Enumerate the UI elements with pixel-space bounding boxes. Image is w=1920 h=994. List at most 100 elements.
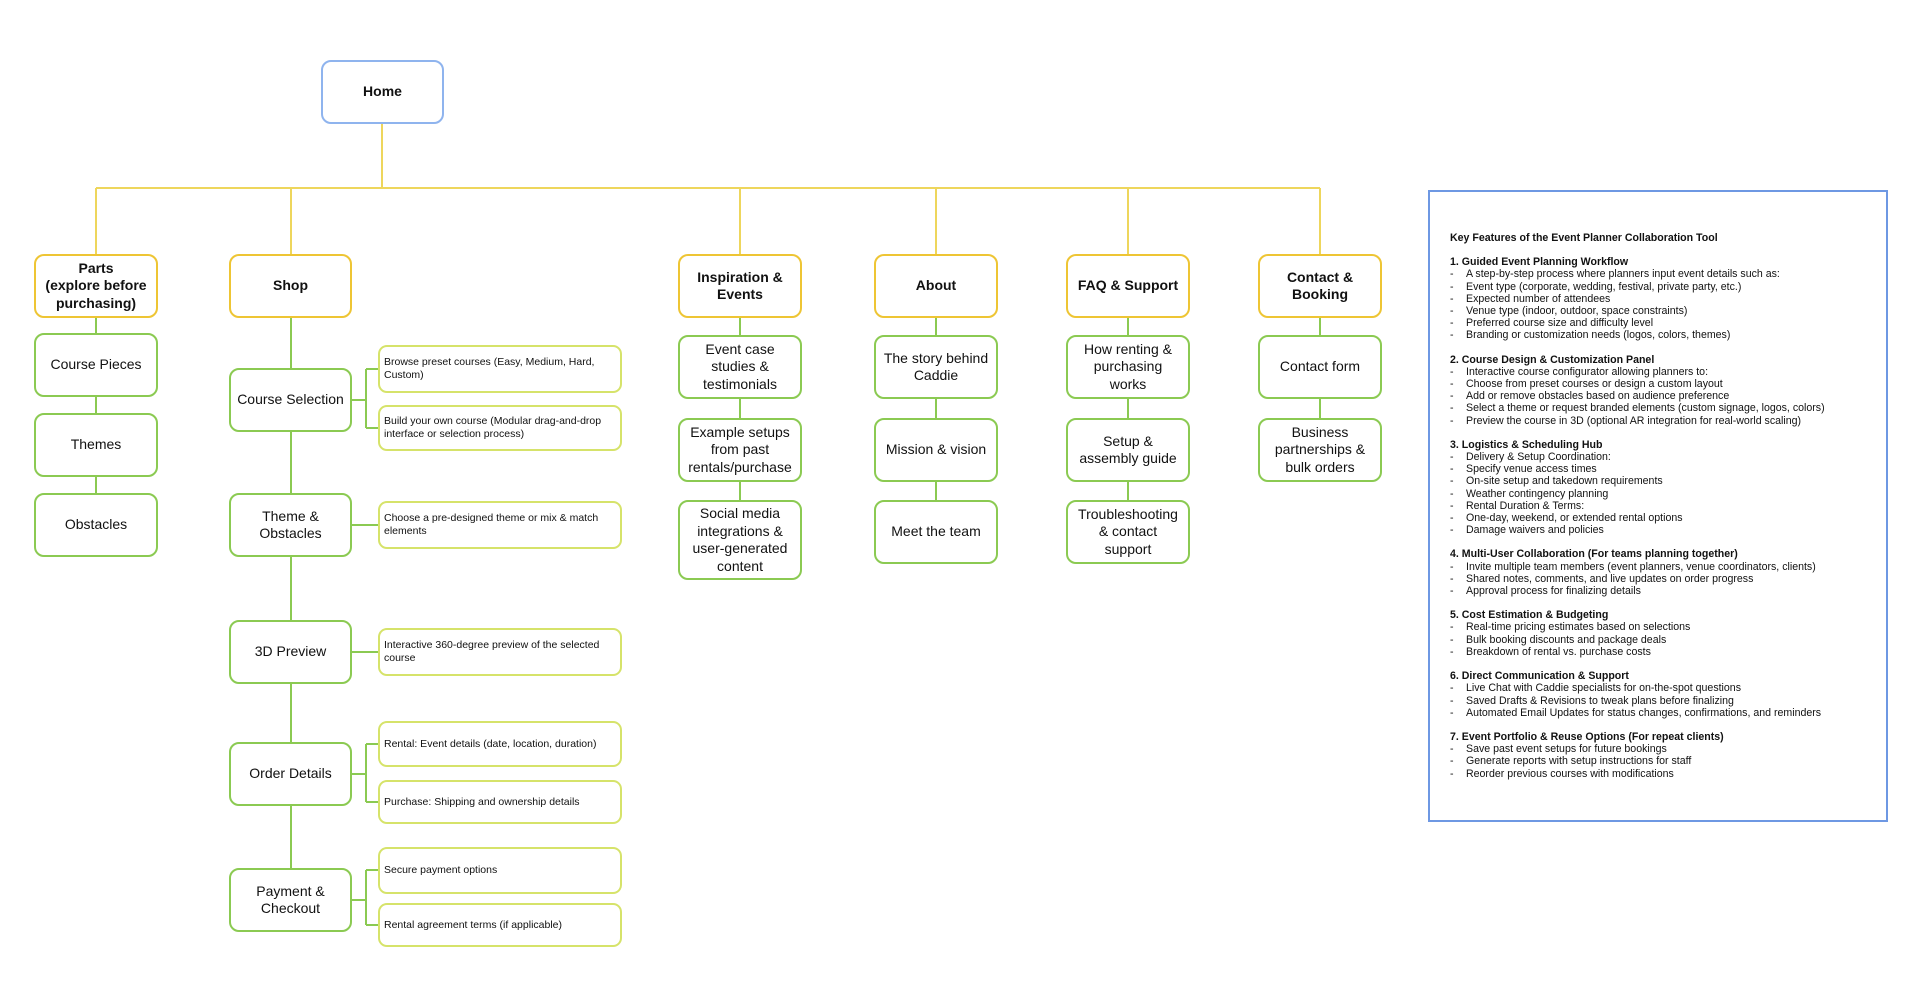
feature-item: -Bulk booking discounts and package deal… xyxy=(1450,633,1667,646)
node-obstacles[interactable]: Obstacles xyxy=(34,493,158,557)
node-about[interactable]: About xyxy=(874,254,998,318)
feature-section: 6. Direct Communication & Support-Live C… xyxy=(1450,670,1870,719)
detail-rental-agreement-text: Rental agreement terms (if applicable) xyxy=(384,918,562,931)
feature-item: -Preferred course size and difficulty le… xyxy=(1450,317,1654,330)
detail-360-preview-text: Interactive 360-degree preview of the se… xyxy=(384,639,600,664)
feature-item: -Reorder previous courses with modificat… xyxy=(1450,767,1674,780)
node-mission-vision[interactable]: Mission & vision xyxy=(874,418,998,482)
node-meet-the-team[interactable]: Meet the team xyxy=(874,500,998,564)
node-order-details[interactable]: Order Details xyxy=(229,742,352,806)
node-theme-obstacles-label: Theme & Obstacles xyxy=(259,507,322,542)
feature-item: -Event type (corporate, wedding, festiva… xyxy=(1450,280,1742,293)
detail-browse-preset-text: Browse preset courses (Easy, Medium, Har… xyxy=(384,356,595,381)
feature-item-text: Damage waivers and policies xyxy=(1466,524,1604,537)
detail-secure-payment[interactable]: Secure payment options xyxy=(378,847,622,894)
node-business-partnerships-label: Business partnerships & bulk orders xyxy=(1274,423,1366,475)
feature-item: -One-day, weekend, or extended rental op… xyxy=(1450,512,1683,525)
node-contact-booking-label: Contact & Booking xyxy=(1286,268,1354,303)
feature-heading: 1. Guided Event Planning Workflow xyxy=(1450,256,1629,269)
detail-theme-choose[interactable]: Choose a pre-designed theme or mix & mat… xyxy=(378,501,622,549)
feature-item-text: Live Chat with Caddie specialists for on… xyxy=(1466,682,1741,695)
node-obstacles-label: Obstacles xyxy=(64,516,128,533)
feature-item: -Specify venue access times xyxy=(1450,463,1597,476)
feature-section: 4. Multi-User Collaboration (For teams p… xyxy=(1450,548,1870,597)
detail-build-own[interactable]: Build your own course (Modular drag-and-… xyxy=(378,405,622,451)
detail-theme-choose-text: Choose a pre-designed theme or mix & mat… xyxy=(384,512,599,537)
node-shop-label: Shop xyxy=(273,277,308,294)
detail-purchase-shipping-text: Purchase: Shipping and ownership details xyxy=(384,795,580,808)
feature-item-text: Reorder previous courses with modificati… xyxy=(1466,767,1674,780)
feature-item-text: A step-by-step process where planners in… xyxy=(1466,268,1780,281)
feature-item-text: Approval process for finalizing details xyxy=(1466,585,1641,598)
detail-rental-agreement[interactable]: Rental agreement terms (if applicable) xyxy=(378,903,622,947)
node-example-setups[interactable]: Example setups from past rentals/purchas… xyxy=(678,418,802,482)
feature-heading: 3. Logistics & Scheduling Hub xyxy=(1450,438,1603,451)
key-features-title: Key Features of the Event Planner Collab… xyxy=(1450,232,1718,244)
node-theme-obstacles[interactable]: Theme & Obstacles xyxy=(229,493,352,557)
node-course-pieces[interactable]: Course Pieces xyxy=(34,333,158,397)
node-business-partnerships[interactable]: Business partnerships & bulk orders xyxy=(1258,418,1382,482)
feature-item: -Shared notes, comments, and live update… xyxy=(1450,572,1754,585)
node-mission-vision-label: Mission & vision xyxy=(885,441,987,458)
node-example-setups-label: Example setups from past rentals/purchas… xyxy=(688,423,792,475)
feature-heading: 4. Multi-User Collaboration (For teams p… xyxy=(1450,548,1738,561)
node-story-behind-caddie[interactable]: The story behind Caddie xyxy=(874,335,998,399)
feature-item: -A step-by-step process where planners i… xyxy=(1450,268,1780,281)
feature-section: 2. Course Design & Customization Panel-I… xyxy=(1450,354,1870,427)
feature-section: 3. Logistics & Scheduling Hub-Delivery &… xyxy=(1450,439,1870,537)
detail-rental-event[interactable]: Rental: Event details (date, location, d… xyxy=(378,721,622,767)
feature-heading: 5. Cost Estimation & Budgeting xyxy=(1450,609,1609,622)
node-event-case-studies[interactable]: Event case studies & testimonials xyxy=(678,335,802,399)
node-social-media[interactable]: Social media integrations & user-generat… xyxy=(678,500,802,580)
node-contact-form[interactable]: Contact form xyxy=(1258,335,1382,399)
node-shop[interactable]: Shop xyxy=(229,254,352,318)
node-troubleshooting[interactable]: Troubleshooting & contact support xyxy=(1066,500,1190,564)
feature-item-text: Preferred course size and difficulty lev… xyxy=(1466,317,1654,330)
feature-item-text: Generate reports with setup instructions… xyxy=(1466,755,1692,768)
node-setup-assembly-guide-label: Setup & assembly guide xyxy=(1079,432,1177,467)
node-story-behind-caddie-label: The story behind Caddie xyxy=(883,349,989,384)
node-home[interactable]: Home xyxy=(321,60,444,124)
feature-item-text: Event type (corporate, wedding, festival… xyxy=(1466,280,1742,293)
feature-item-text: Invite multiple team members (event plan… xyxy=(1466,560,1816,573)
detail-purchase-shipping[interactable]: Purchase: Shipping and ownership details xyxy=(378,780,622,824)
feature-item: -Invite multiple team members (event pla… xyxy=(1450,560,1816,573)
feature-item: -Live Chat with Caddie specialists for o… xyxy=(1450,682,1741,695)
feature-item-text: Real-time pricing estimates based on sel… xyxy=(1466,621,1691,634)
node-about-label: About xyxy=(915,277,957,294)
node-course-selection[interactable]: Course Selection xyxy=(229,368,352,432)
detail-browse-preset[interactable]: Browse preset courses (Easy, Medium, Har… xyxy=(378,345,622,393)
feature-item: -Rental Duration & Terms: xyxy=(1450,499,1585,512)
feature-item: -Select a theme or request branded eleme… xyxy=(1450,402,1825,415)
feature-item-text: Preview the course in 3D (optional AR in… xyxy=(1466,414,1802,427)
node-parts[interactable]: Parts (explore before purchasing) xyxy=(34,254,158,318)
node-troubleshooting-label: Troubleshooting & contact support xyxy=(1078,505,1178,557)
feature-item-text: Save past event setups for future bookin… xyxy=(1466,743,1667,756)
feature-item-text: Shared notes, comments, and live updates… xyxy=(1466,572,1754,585)
feature-item: -Delivery & Setup Coordination: xyxy=(1450,451,1611,464)
feature-section: 7. Event Portfolio & Reuse Options (For … xyxy=(1450,731,1870,780)
node-themes-label: Themes xyxy=(70,436,122,453)
node-course-pieces-label: Course Pieces xyxy=(50,356,142,373)
node-order-details-label: Order Details xyxy=(249,765,332,782)
node-payment-checkout[interactable]: Payment & Checkout xyxy=(229,868,352,932)
node-parts-label: Parts (explore before purchasing) xyxy=(45,259,147,311)
node-themes[interactable]: Themes xyxy=(34,413,158,477)
feature-item-text: Specify venue access times xyxy=(1466,463,1597,476)
detail-rental-event-text: Rental: Event details (date, location, d… xyxy=(384,737,597,750)
node-faq-support[interactable]: FAQ & Support xyxy=(1066,254,1190,318)
node-setup-assembly-guide[interactable]: Setup & assembly guide xyxy=(1066,418,1190,482)
node-how-renting-works[interactable]: How renting & purchasing works xyxy=(1066,335,1190,399)
feature-item: -Interactive course configurator allowin… xyxy=(1450,365,1709,378)
feature-item-text: Expected number of attendees xyxy=(1466,292,1611,305)
feature-item-text: Select a theme or request branded elemen… xyxy=(1466,402,1825,415)
node-inspiration-events[interactable]: Inspiration & Events xyxy=(678,254,802,318)
feature-heading: 7. Event Portfolio & Reuse Options (For … xyxy=(1450,730,1724,743)
feature-item-text: Interactive course configurator allowing… xyxy=(1466,365,1709,378)
node-contact-booking[interactable]: Contact & Booking xyxy=(1258,254,1382,318)
feature-item-text: Weather contingency planning xyxy=(1466,487,1609,500)
node-how-renting-works-label: How renting & purchasing works xyxy=(1084,340,1172,392)
node-3d-preview[interactable]: 3D Preview xyxy=(229,620,352,684)
feature-item-text: Choose from preset courses or design a c… xyxy=(1466,378,1723,391)
detail-360-preview[interactable]: Interactive 360-degree preview of the se… xyxy=(378,628,622,676)
